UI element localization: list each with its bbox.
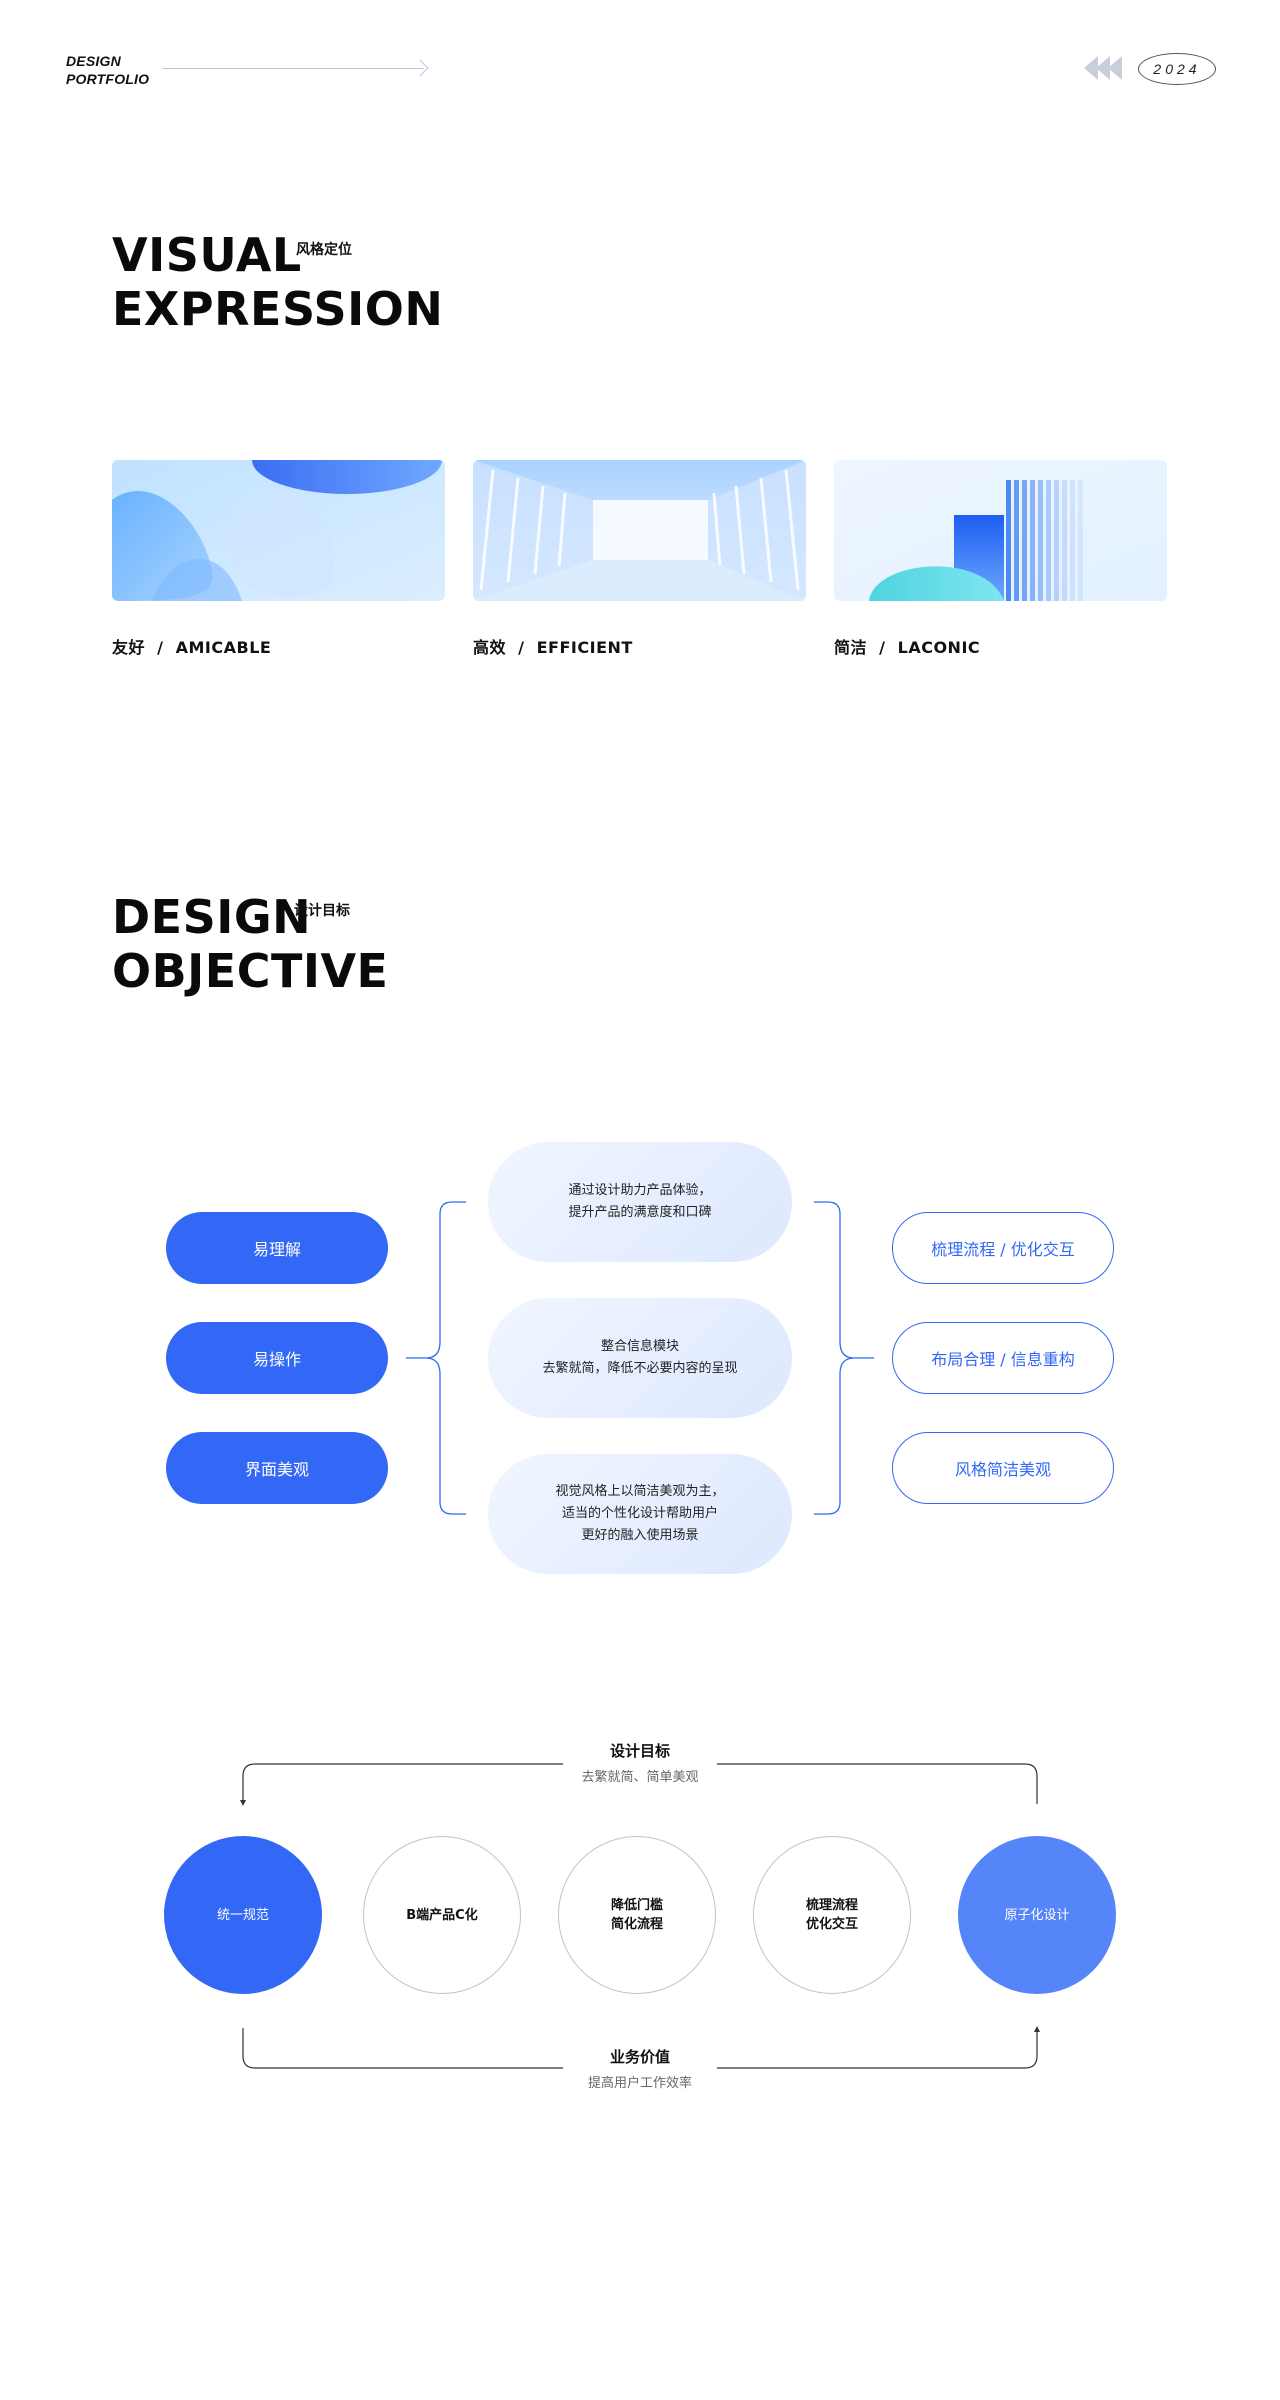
flow-circle-1-line-1: 统一规范 — [216, 1907, 269, 1923]
card-laconic-caption: 简洁 / LACONIC — [834, 638, 981, 657]
objective-title-line-2: OBJECTIVE — [112, 944, 389, 998]
flow-top-arrowhead — [240, 1800, 246, 1806]
objective-blob-3-line-2: 适当的个性化设计帮助用户 — [561, 1506, 718, 1521]
card-amicable-caption: 友好 / AMICABLE — [112, 638, 272, 657]
left-pill-easy-understand: 易理解 — [166, 1212, 388, 1284]
right-pill-layout: 布局合理 / 信息重构 — [892, 1322, 1114, 1394]
flow-circle-3-line-1: 降低门槛 — [610, 1898, 663, 1913]
objective-blob-1-line-2: 提升产品的满意度和口碑 — [568, 1205, 712, 1220]
brand-logo: DESIGN PORTFOLIO — [66, 52, 149, 88]
flow-top-subtitle: 去繁就简、简单美观 — [581, 1770, 699, 1785]
right-pill-style: 风格简洁美观 — [892, 1432, 1114, 1504]
card-efficient-image — [473, 460, 806, 601]
objective-blob-1: 通过设计助力产品体验， 提升产品的满意度和口碑 — [488, 1142, 792, 1262]
card-efficient-caption: 高效 / EFFICIENT — [473, 638, 633, 657]
brand-line-1: DESIGN — [66, 53, 121, 69]
flow-circle-4-line-1: 梳理流程 — [805, 1898, 858, 1913]
visual-title-line-2: EXPRESSION — [112, 282, 444, 336]
flow-circle-lower-barrier: 降低门槛 简化流程 — [558, 1836, 716, 1994]
header-divider — [162, 68, 424, 69]
flow-circle-unified-spec: 统一规范 — [164, 1836, 322, 1994]
right-brace — [814, 1201, 874, 1515]
objective-title-line-1: DESIGN — [112, 890, 312, 944]
objective-blob-1-line-1: 通过设计助力产品体验， — [568, 1183, 712, 1198]
flow-bottom-subtitle: 提高用户工作效率 — [587, 2076, 692, 2091]
flow-bottom-title: 业务价值 — [609, 2048, 670, 2066]
flow-circle-4-line-2: 优化交互 — [805, 1917, 858, 1932]
right-pill-flow: 梳理流程 / 优化交互 — [892, 1212, 1114, 1284]
flow-circle-3-line-2: 简化流程 — [610, 1917, 663, 1932]
flow-circle-5-line-1: 原子化设计 — [1004, 1907, 1070, 1923]
visual-title: VISUAL EXPRESSION — [112, 228, 443, 336]
visual-subtitle: 风格定位 — [296, 242, 352, 258]
flow-bottom-arrowhead — [1034, 2026, 1040, 2032]
left-pill-beautiful-ui: 界面美观 — [166, 1432, 388, 1504]
arrow-right-icon — [411, 59, 429, 77]
objective-blob-3-line-1: 视觉风格上以简洁美观为主， — [555, 1484, 725, 1499]
left-pill-easy-operate: 易操作 — [166, 1322, 388, 1394]
flow-circle-optimize-flow: 梳理流程 优化交互 — [753, 1836, 911, 1994]
objective-blob-3-line-3: 更好的融入使用场景 — [581, 1528, 699, 1543]
flow-circle-2-line-1: B端产品C化 — [406, 1907, 478, 1923]
objective-blob-2: 整合信息模块 去繁就简，降低不必要内容的呈现 — [488, 1298, 792, 1418]
objective-blob-3: 视觉风格上以简洁美观为主， 适当的个性化设计帮助用户 更好的融入使用场景 — [488, 1454, 792, 1574]
visual-title-line-1: VISUAL — [112, 228, 302, 282]
flow-top-title: 设计目标 — [609, 1742, 670, 1760]
left-brace — [406, 1201, 466, 1515]
year-badge: 2024 — [1138, 53, 1216, 85]
card-laconic-image — [834, 460, 1167, 601]
chevrons-left-icon — [1084, 56, 1122, 80]
objective-blob-2-line-2: 去繁就简，降低不必要内容的呈现 — [542, 1361, 738, 1376]
card-amicable-image — [112, 460, 445, 601]
objective-title: DESIGN OBJECTIVE — [112, 890, 388, 998]
objective-subtitle: 设计目标 — [294, 903, 350, 919]
brand-line-2: PORTFOLIO — [66, 71, 150, 87]
flow-circle-atomic-design: 原子化设计 — [958, 1836, 1116, 1994]
flow-circle-b2c: B端产品C化 — [363, 1836, 521, 1994]
objective-blob-2-line-1: 整合信息模块 — [600, 1339, 679, 1354]
